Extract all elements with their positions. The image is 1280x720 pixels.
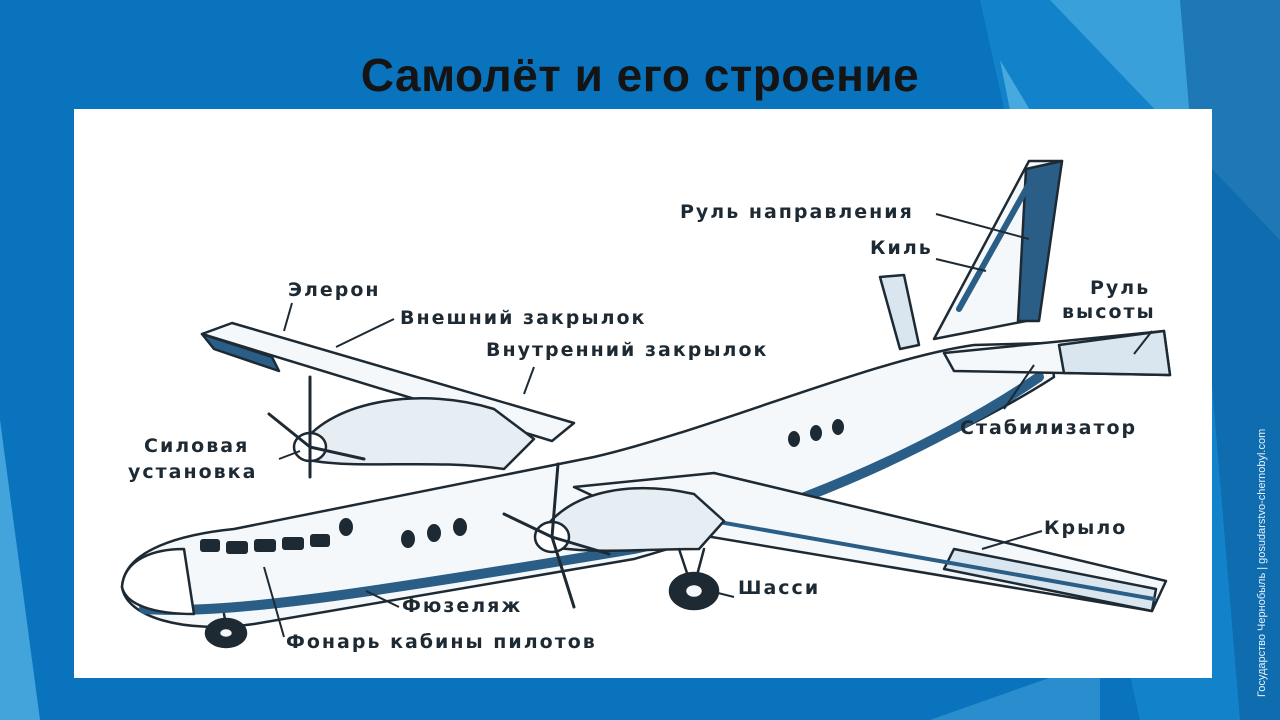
left-wing-aileron: [200, 332, 281, 373]
cockpit-windows: [200, 534, 330, 554]
label-powerplant-line1: Силовая: [144, 435, 250, 457]
lower-engine-nacelle: [542, 487, 726, 552]
upper-propeller: [267, 375, 366, 479]
label-rudder: Руль направления: [680, 201, 914, 223]
label-wing: Крыло: [1044, 517, 1128, 539]
elevator-surface: [1057, 329, 1172, 377]
nose-landing-gear: [204, 612, 248, 649]
dorsal-fin: [878, 273, 921, 351]
cabin-windows: [339, 419, 844, 548]
slide-title: Самолёт и его строение: [360, 49, 920, 101]
airplane-illustration: [120, 159, 1172, 649]
lower-propeller: [502, 462, 611, 609]
label-inner-flap: Внутренний закрылок: [486, 339, 769, 361]
label-powerplant-line2: установка: [128, 461, 258, 483]
label-aileron: Элерон: [288, 279, 381, 301]
label-elevator-line1: Руль: [1090, 277, 1151, 299]
label-elevator-line2: высоты: [1062, 301, 1156, 323]
label-fuselage: Фюзеляж: [402, 595, 523, 617]
diagram-panel: Руль направления Киль Элерон Внешний зак…: [74, 109, 1212, 678]
rudder-surface: [1016, 159, 1064, 323]
main-landing-gear: [668, 547, 720, 611]
label-fin: Киль: [870, 237, 933, 259]
label-cockpit-canopy: Фонарь кабины пилотов: [286, 631, 597, 653]
upper-engine-nacelle: [300, 397, 536, 471]
label-stabilizer: Стабилизатор: [960, 417, 1138, 439]
label-outer-flap: Внешний закрылок: [400, 307, 647, 329]
source-credit: Государство Чернобыль | gosudarstvo-cher…: [1256, 428, 1268, 697]
leader-lines: [263, 213, 1153, 638]
nose-cone: [120, 547, 196, 616]
label-landing-gear: Шасси: [738, 577, 821, 599]
